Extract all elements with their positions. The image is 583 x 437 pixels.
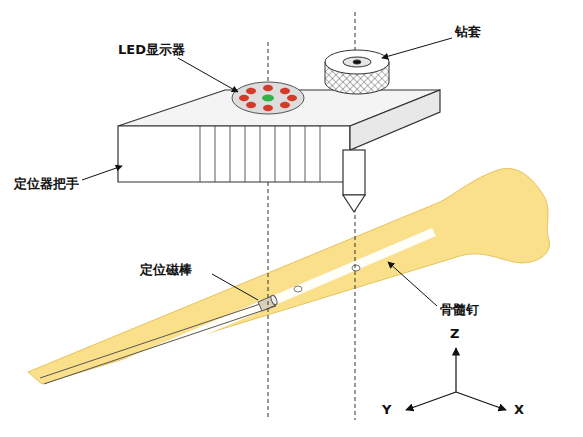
axes bbox=[406, 348, 506, 410]
axis-label: Z bbox=[450, 326, 459, 342]
led-display bbox=[232, 82, 304, 114]
drill-post bbox=[343, 150, 365, 212]
part-label: 骨髓钉 bbox=[440, 302, 479, 318]
nail-inner bbox=[40, 300, 276, 384]
axis-label: X bbox=[514, 402, 524, 418]
part-label: 钻套 bbox=[455, 24, 481, 40]
bone bbox=[28, 169, 549, 384]
axis-label: Y bbox=[382, 402, 391, 418]
drill-sleeve bbox=[325, 50, 389, 94]
part-label: 定位磁棒 bbox=[140, 262, 192, 278]
part-label: 定位器把手 bbox=[14, 176, 79, 192]
part-label: LED显示器 bbox=[118, 42, 185, 58]
nail bbox=[80, 228, 436, 386]
